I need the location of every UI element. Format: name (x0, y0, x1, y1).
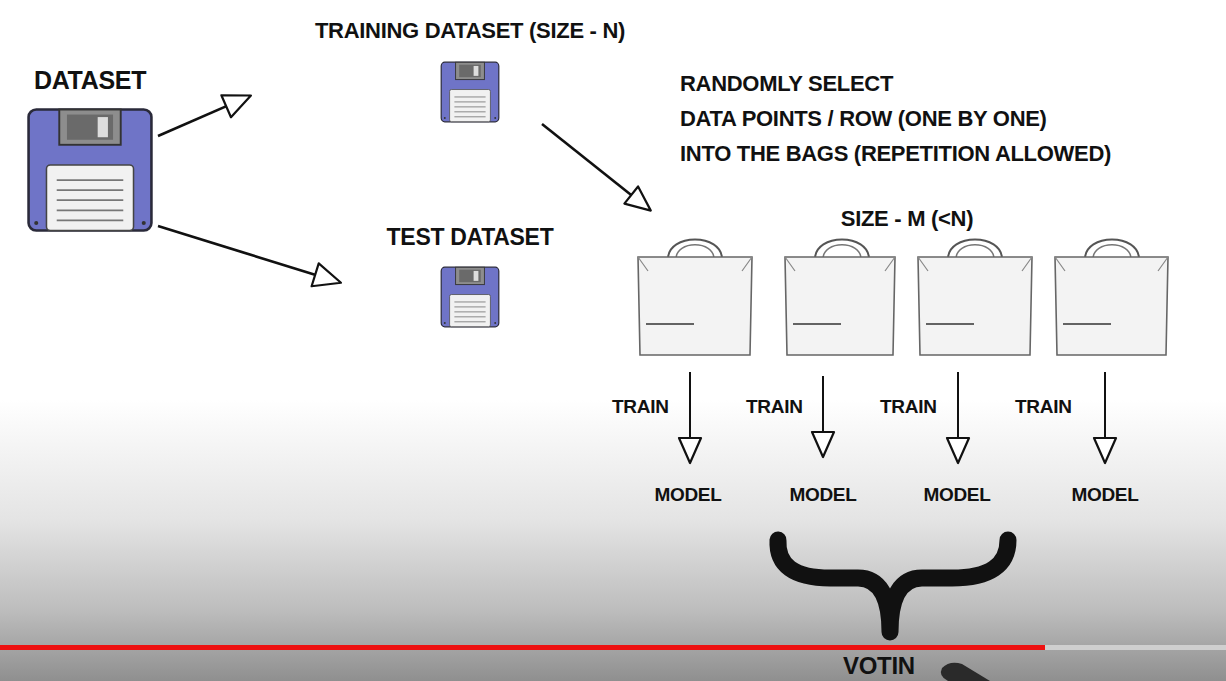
bag-handle (668, 240, 722, 260)
train-arrow (957, 372, 959, 462)
floppy-label-line (57, 189, 124, 191)
floppy-dot (444, 322, 446, 324)
floppy-label (46, 165, 133, 231)
floppy-label-line (454, 302, 485, 303)
floppy-label-line (454, 317, 485, 318)
train-label: TRAIN (1015, 396, 1072, 418)
bag-line (1063, 323, 1111, 325)
floppy-label-line (57, 219, 124, 221)
floppy-shutter-window (459, 65, 481, 77)
bag (1055, 240, 1168, 356)
split-arrow (158, 96, 250, 136)
bag-line (793, 323, 841, 325)
progress-track (0, 645, 1226, 650)
floppy-dot (494, 117, 496, 119)
floppy-label-line (57, 209, 124, 211)
dataset-heading: TEST DATASET (387, 224, 554, 250)
model-label: MODEL (789, 484, 856, 506)
sampling-arrow (542, 124, 650, 210)
dataset-heading: DATASET (34, 66, 146, 95)
bag-line (926, 323, 974, 325)
dataset-heading: TRAINING DATASET (SIZE - N) (315, 18, 625, 43)
floppy-shutter (456, 268, 485, 285)
bag-fold (638, 257, 752, 271)
bag-body (785, 257, 895, 355)
floppy-disk-icon (26, 107, 154, 233)
floppy-slot (474, 271, 479, 281)
floppy-label-line (454, 102, 485, 103)
floppy-slot (474, 66, 479, 76)
floppy-disk-icon (440, 61, 500, 123)
train-label: TRAIN (612, 396, 669, 418)
bag-fold (918, 257, 1032, 271)
floppy-label-line (57, 179, 124, 181)
train-arrow (1104, 372, 1106, 462)
bag (785, 240, 895, 356)
floppy-shutter-window (67, 114, 113, 139)
bag-size-label: SIZE - M (<N) (841, 206, 973, 231)
bag-body (1055, 257, 1168, 355)
floppy-body (441, 268, 499, 328)
instruction-text: DATA POINTS / ROW (ONE BY ONE) (680, 106, 1047, 131)
model-label: MODEL (1071, 484, 1138, 506)
voting-brace (778, 540, 1008, 632)
model-label: MODEL (923, 484, 990, 506)
floppy-label-line (454, 117, 485, 118)
drawing-hand (941, 663, 990, 681)
floppy-disk-icon (440, 266, 500, 328)
train-label: TRAIN (746, 396, 803, 418)
floppy-label-line (454, 307, 485, 308)
floppy-dot (142, 221, 146, 225)
floppy-body (29, 109, 152, 230)
bag-fold (785, 257, 895, 271)
bag-body (638, 257, 752, 355)
train-arrow (689, 372, 691, 462)
floppy-label-line (454, 312, 485, 313)
floppy-shutter-window (459, 270, 481, 282)
floppy-label-line (57, 199, 124, 201)
bag-line (646, 323, 694, 325)
floppy-label-line (454, 322, 485, 323)
floppy-label-line (454, 107, 485, 108)
dataset-node: TRAINING DATASET (SIZE - N) (250, 18, 690, 123)
dataset-node: TEST DATASET (340, 224, 600, 328)
floppy-label-line (454, 97, 485, 98)
dataset-node: DATASET (22, 66, 158, 233)
train-label: TRAIN (880, 396, 937, 418)
floppy-label (450, 90, 491, 122)
voting-label: VOTIN (843, 652, 915, 680)
bag-handle (948, 240, 1002, 260)
model-label: MODEL (654, 484, 721, 506)
bag (918, 240, 1032, 356)
bag-fold (1055, 257, 1168, 271)
floppy-dot (494, 322, 496, 324)
bag-handle (1085, 240, 1139, 260)
bag-body (918, 257, 1032, 355)
instruction-text: RANDOMLY SELECT (680, 71, 893, 96)
bag (638, 240, 752, 356)
floppy-shutter (59, 109, 120, 144)
floppy-label-line (454, 112, 485, 113)
floppy-body (441, 63, 499, 123)
floppy-dot (444, 117, 446, 119)
floppy-label (450, 295, 491, 327)
progress-bar (0, 645, 1045, 650)
instruction-text: INTO THE BAGS (REPETITION ALLOWED) (680, 141, 1111, 166)
split-arrow (158, 226, 340, 282)
floppy-dot (34, 221, 38, 225)
floppy-slot (98, 117, 108, 137)
floppy-shutter (456, 63, 485, 80)
bag-handle (815, 240, 869, 260)
train-arrow (822, 376, 824, 456)
